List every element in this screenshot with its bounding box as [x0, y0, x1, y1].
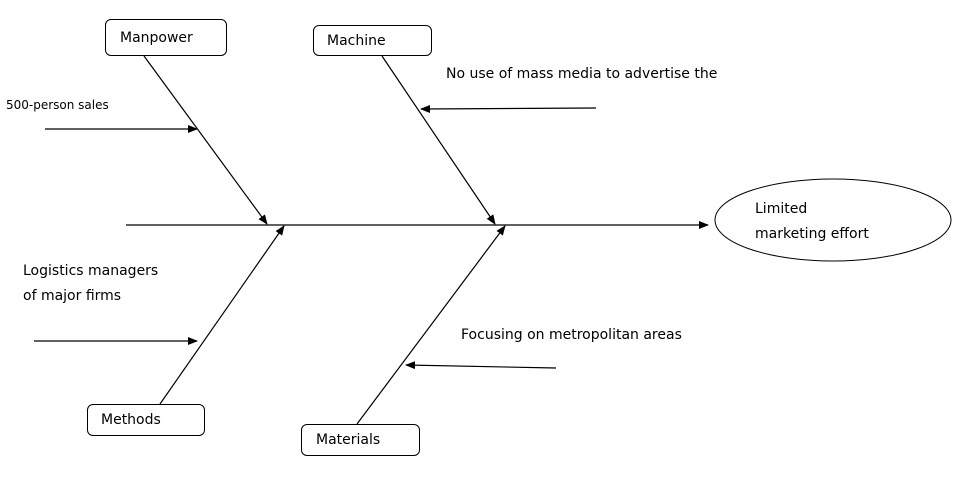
category-label: Machine [327, 32, 386, 49]
cause-label-machine: No use of mass media to advertise the [446, 66, 718, 82]
manpower-bone [143, 55, 268, 225]
materials-bone [356, 225, 506, 425]
machine-cause-arrow [420, 104, 597, 113]
category-box-methods: Methods [87, 404, 205, 436]
category-box-machine: Machine [313, 25, 432, 56]
cause-label-methods-line1: Logistics managers [23, 263, 159, 279]
cause-label-methods-line2: of major firms [23, 288, 122, 304]
materials-cause-arrow [405, 361, 557, 370]
category-box-manpower: Manpower [105, 19, 227, 56]
effect-label-line1: Limited [755, 201, 808, 217]
category-box-materials: Materials [301, 424, 420, 456]
effect-ellipse [714, 178, 952, 262]
methods-bone [159, 225, 285, 405]
category-label: Methods [101, 412, 161, 428]
category-label: Materials [316, 432, 381, 448]
effect-label-line2: marketing effort [755, 226, 869, 242]
cause-label-materials: Focusing on metropolitan areas [461, 327, 682, 343]
category-label: Manpower [120, 29, 193, 46]
cause-label-manpower: 500-person sales [6, 98, 109, 112]
machine-bone [381, 55, 496, 225]
